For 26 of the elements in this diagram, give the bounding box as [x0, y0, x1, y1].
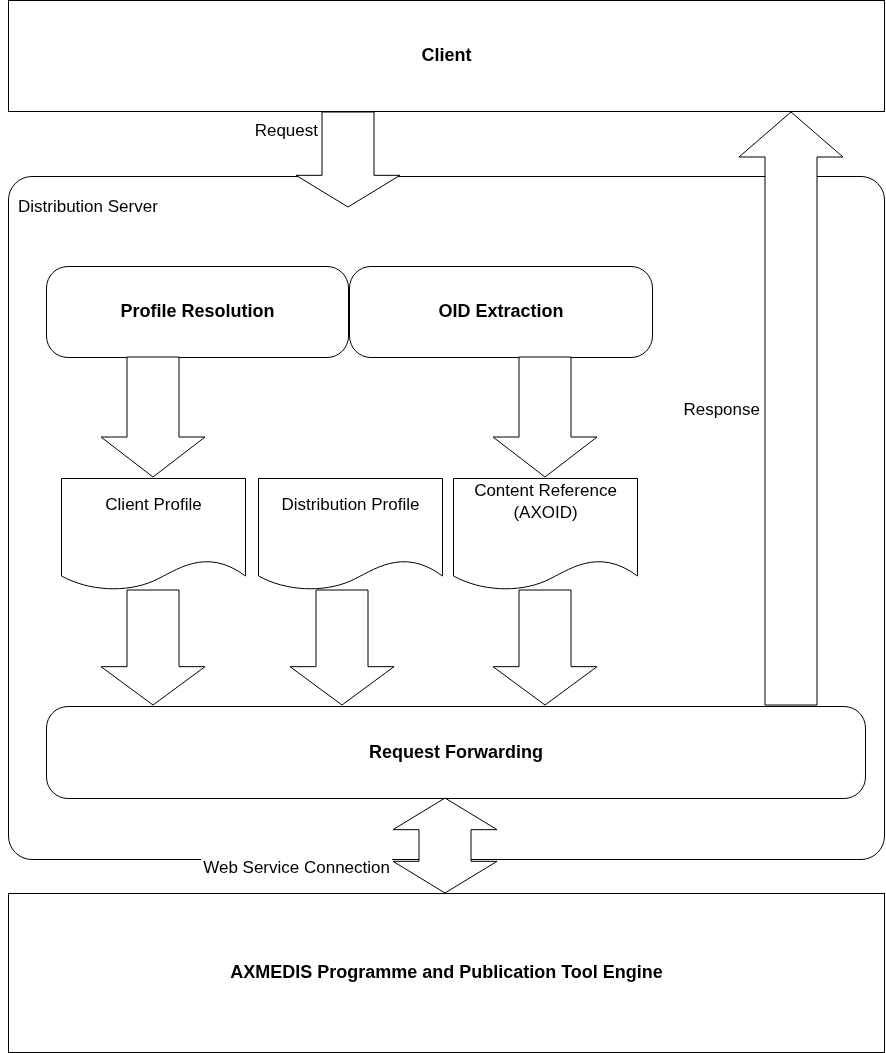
block-arrow	[289, 589, 395, 706]
process-box	[46, 706, 866, 799]
node-text: Client Profile	[104, 494, 203, 516]
block-arrow	[392, 797, 498, 894]
container-title: Distribution Server	[18, 197, 158, 217]
block-arrow	[492, 589, 598, 706]
block-arrow	[100, 356, 206, 478]
node-text: Distribution Profile	[280, 494, 421, 516]
document-shape	[258, 478, 443, 591]
process-box	[46, 266, 349, 358]
node-text: AXMEDIS Programme and Publication Tool Engine	[229, 961, 664, 985]
block-arrow	[295, 111, 401, 208]
block-arrow	[100, 589, 206, 706]
node-text: OID Extraction	[437, 300, 565, 324]
document-shape	[61, 478, 246, 591]
block-arrow	[492, 356, 598, 478]
node-text: Profile Resolution	[119, 300, 276, 324]
system-box	[8, 893, 885, 1053]
process-box	[349, 266, 653, 358]
node-text: Content Reference (AXOID)	[473, 480, 618, 525]
node-text: Request Forwarding	[368, 740, 544, 764]
system-box	[8, 0, 885, 112]
document-shape	[453, 478, 638, 591]
edge-label: Response	[681, 400, 762, 420]
node-text: Client	[420, 44, 473, 68]
block-arrow	[738, 111, 844, 706]
